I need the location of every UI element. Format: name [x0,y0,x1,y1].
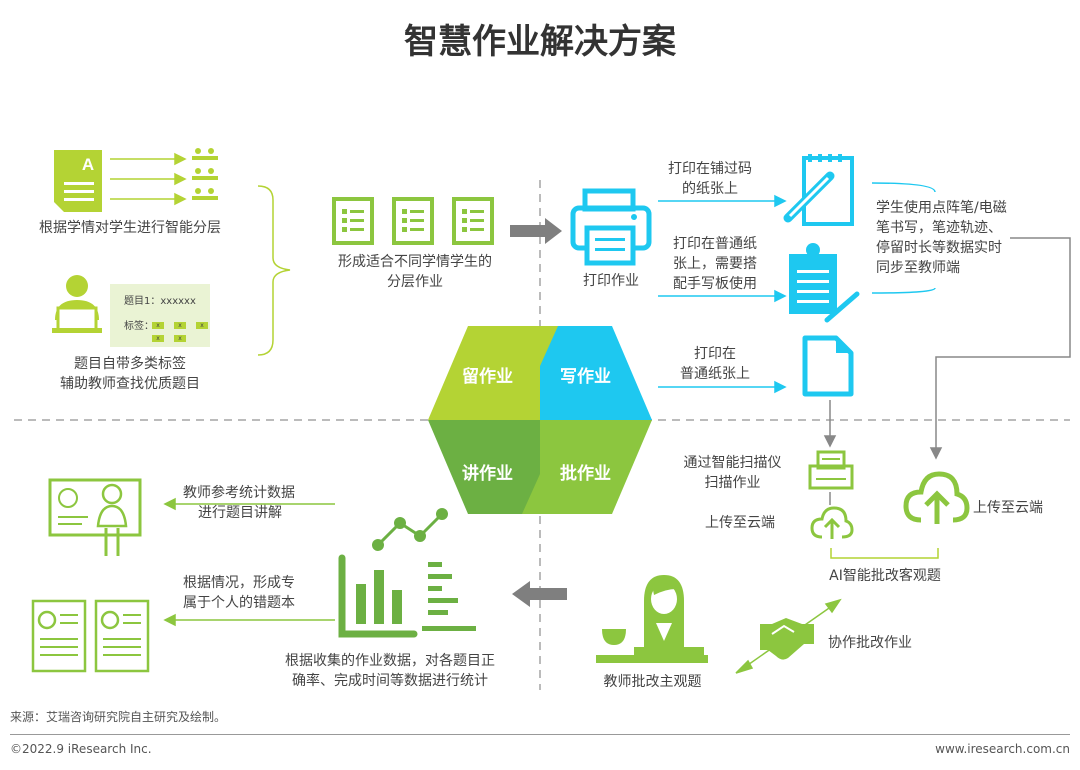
cycle-assign: 留作业 [462,367,513,387]
stratify-arrows [110,152,187,206]
assign-segment [428,326,540,420]
teacher-grading-label: 教师批改主观题 [603,674,702,690]
upload-small-label: 上传至云端 [705,515,775,531]
stratify-label: 根据学情对学生进行智能分层 [39,220,221,236]
mistake-notebook-icon [31,599,150,673]
scan-2: 扫描作业 [704,475,761,491]
cloud-upload-small-icon [810,506,854,539]
explain-arrows [163,497,842,674]
checklist-icons [332,197,494,245]
gray-flow [823,237,1071,505]
lecture-1: 教师参考统计数据 [183,485,295,501]
plain-board-2: 张上，需要搭 [673,256,757,272]
cloud-upload-large-icon [903,471,970,524]
tag-chip: x [152,335,164,342]
write-segment [540,326,652,420]
question-card: 题目1：xxxxxx 标签： x x x x x [110,284,210,347]
scanner-icon [808,450,854,490]
statistics-icon [338,508,476,638]
tag-chip: x [196,322,208,329]
stats-1: 根据收集的作业数据，对各题目正 [285,653,495,669]
coded-paper-1: 打印在铺过码 [668,161,752,177]
arrow-to-print [510,218,562,244]
ai-bracket [830,548,939,559]
card-tags-label: 标签： [124,321,154,332]
footer-divider [10,734,1070,735]
cycle-grade: 批作业 [560,464,611,484]
arrow-to-explain [512,581,567,607]
ai-grading-label: AI智能批改客观题 [829,568,941,584]
tags-label-1: 题目自带多类标签 [74,356,186,372]
brace [257,185,291,356]
print-label: 打印作业 [583,273,639,289]
notepad-pen-icon [783,154,854,226]
source-note: 来源：艾瑞咨询研究院自主研究及绘制。 [10,710,227,724]
sync-2: 笔书写，笔迹轨迹、 [876,220,1002,236]
tag-chip: x [152,322,164,329]
scan-1: 通过智能扫描仪 [683,455,782,471]
grade-segment [540,420,652,514]
page-title: 智慧作业解决方案 [404,22,676,62]
tag-chip: x [174,322,186,329]
cycle-explain: 讲作业 [462,464,513,484]
stats-2: 确率、完成时间等数据进行统计 [292,673,488,689]
plain-paper-1: 打印在 [694,346,736,362]
handshake-icon [760,618,814,660]
layered-homework-1: 形成适合不同学情学生的 [338,254,492,270]
sync-4: 同步至教师端 [876,260,960,276]
copyright: ©2022.9 iResearch Inc. [10,742,152,756]
mistakes-2: 属于个人的错题本 [183,595,295,611]
collab-label: 协作批改作业 [828,635,912,651]
coded-paper-2: 的纸张上 [682,181,738,197]
cycle-write: 写作业 [560,367,611,387]
explain-segment [428,420,540,514]
plain-board-3: 配手写板使用 [673,276,757,292]
tag-chip: x [174,335,186,342]
card-title: 题目1：xxxxxx [124,296,196,307]
print-arrows [658,194,787,394]
sync-3: 停留时长等数据实时 [876,240,1002,256]
upload-large-label: 上传至云端 [973,500,1043,516]
homework-cycle [428,326,652,514]
clipboard-pen-icon [789,243,860,323]
student-icons [192,148,218,200]
sync-1: 学生使用点阵笔/电磁 [876,200,1007,216]
printer-icon [570,188,652,266]
layered-homework-2: 分层作业 [387,274,443,290]
teacher-laptop-icon [52,275,102,333]
lecture-2: 进行题目讲解 [198,505,282,521]
teacher-grading-icon [596,575,708,663]
plain-board-1: 打印在普通纸 [673,236,757,252]
document-a-icon: A [54,150,102,212]
sync-brace [871,182,936,294]
mistakes-1: 根据情况，形成专 [183,575,295,591]
svg-text:A: A [82,155,94,174]
tags-label-2: 辅助教师查找优质题目 [60,376,200,392]
paper-icon [802,335,854,397]
plain-paper-2: 普通纸张上 [680,366,750,382]
teacher-whiteboard-icon [48,478,142,556]
site-link[interactable]: www.iresearch.com.cn [935,742,1070,756]
